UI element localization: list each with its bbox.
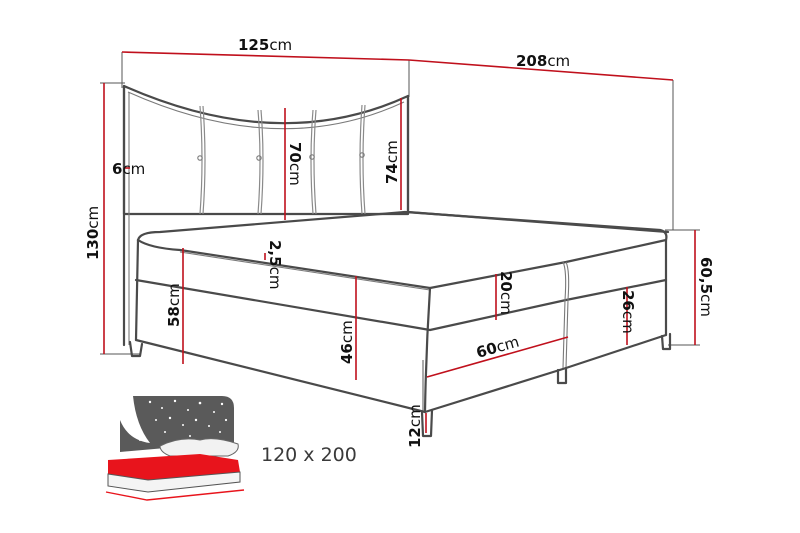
label-leg: 12cm — [406, 404, 424, 448]
label-base-height: 46cm — [338, 320, 356, 364]
label-topper: 2,5cm — [266, 240, 284, 289]
label-side-height: 60,5cm — [697, 257, 715, 317]
extension-lines — [100, 52, 700, 412]
label-total-width: 125cm — [238, 36, 292, 54]
bed-size-icon — [105, 396, 245, 501]
label-total-height: 130cm — [84, 206, 102, 260]
bed-size-label: 120 x 200 — [261, 444, 357, 466]
headboard-back-edge — [406, 94, 670, 234]
label-panel-width: 60cm — [474, 332, 521, 361]
label-headboard-center: 70cm — [286, 142, 304, 186]
dim-line-panel-width — [426, 336, 569, 378]
label-box: 26cm — [619, 290, 637, 334]
label-headboard-side: 74cm — [383, 140, 401, 184]
label-sleeping-height: 58cm — [165, 283, 183, 327]
label-total-length: 208cm — [516, 52, 570, 70]
dim-line-length — [408, 59, 674, 81]
bed-base — [128, 210, 672, 438]
dim-line-width — [121, 51, 410, 61]
dimension-lines — [103, 51, 696, 433]
label-headboard-thickness: 6cm — [112, 160, 145, 178]
stars — [129, 399, 228, 441]
label-mattress: 20cm — [497, 271, 515, 315]
